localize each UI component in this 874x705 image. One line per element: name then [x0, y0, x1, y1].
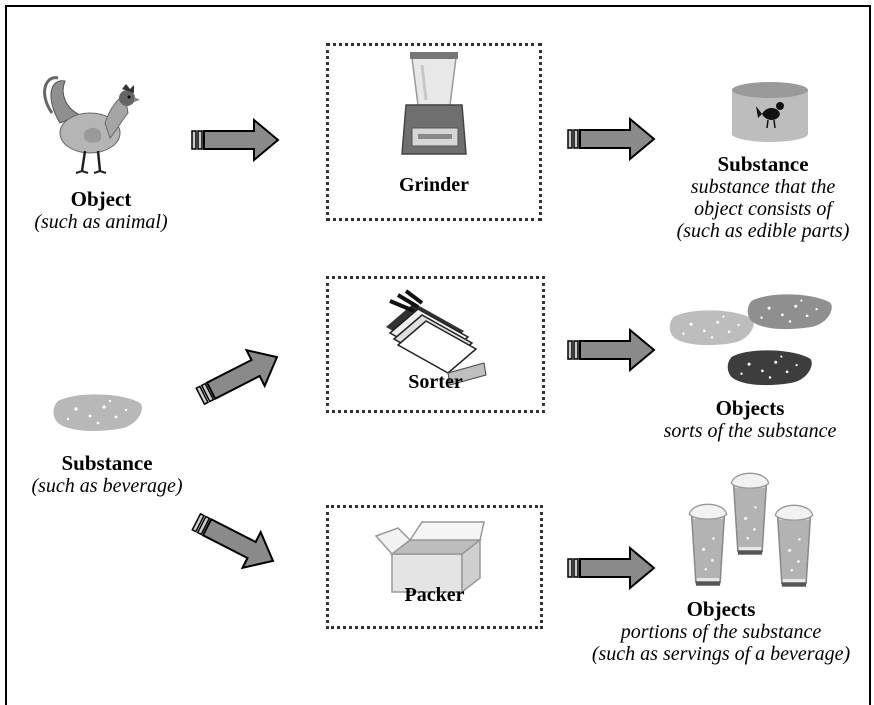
result-portions-label: Objects portions of the substance (such …	[573, 597, 869, 666]
arrow-sorter-to-objects	[567, 329, 655, 371]
result-substance-line-3: (such as edible parts)	[676, 220, 850, 242]
can-with-chicken-icon	[732, 82, 808, 142]
result-portions-title: Objects	[686, 597, 756, 621]
result-portions-line-2: (such as servings of a beverage)	[591, 643, 851, 665]
object-label: Object (such as animal)	[8, 187, 194, 234]
result-sorts-label: Objects sorts of the substance	[640, 396, 860, 443]
sorted-blobs-icon	[669, 294, 832, 386]
substance-source-label: Substance (such as beverage)	[8, 451, 206, 498]
result-substance-line-1: substance that the	[690, 176, 836, 198]
blender-icon	[401, 52, 467, 155]
card-sorter-icon	[386, 289, 487, 386]
arrow-substance-to-sorter	[190, 338, 288, 415]
substance-source-title: Substance	[61, 451, 153, 475]
object-subtitle: (such as animal)	[34, 211, 168, 233]
result-substance-line-2: object consists of	[694, 198, 832, 220]
arrow-substance-to-packer	[186, 503, 284, 580]
chicken-icon	[43, 76, 140, 174]
result-portions-line-1: portions of the substance	[620, 621, 822, 643]
packer-label: Packer	[404, 584, 465, 606]
diagram-frame	[5, 5, 871, 705]
result-sorts-line-1: sorts of the substance	[663, 420, 837, 442]
substance-blob-icon	[53, 394, 142, 431]
substance-source-subtitle: (such as beverage)	[31, 475, 183, 497]
arrow-grinder-to-substance	[567, 118, 655, 160]
beer-glasses-icon	[688, 472, 814, 588]
sorter-box: Sorter	[326, 276, 545, 413]
open-box-icon	[374, 521, 485, 594]
arrow-packer-to-objects	[567, 547, 655, 589]
result-substance-title: Substance	[717, 152, 809, 176]
result-substance-label: Substance substance that the object cons…	[658, 152, 868, 243]
sorter-label: Sorter	[408, 371, 463, 393]
arrow-object-to-grinder	[191, 119, 279, 161]
grinder-label: Grinder	[399, 174, 469, 196]
grinder-box: Grinder	[326, 43, 542, 221]
packer-box: Packer	[326, 505, 543, 629]
object-title: Object	[70, 187, 132, 211]
result-sorts-title: Objects	[715, 396, 785, 420]
